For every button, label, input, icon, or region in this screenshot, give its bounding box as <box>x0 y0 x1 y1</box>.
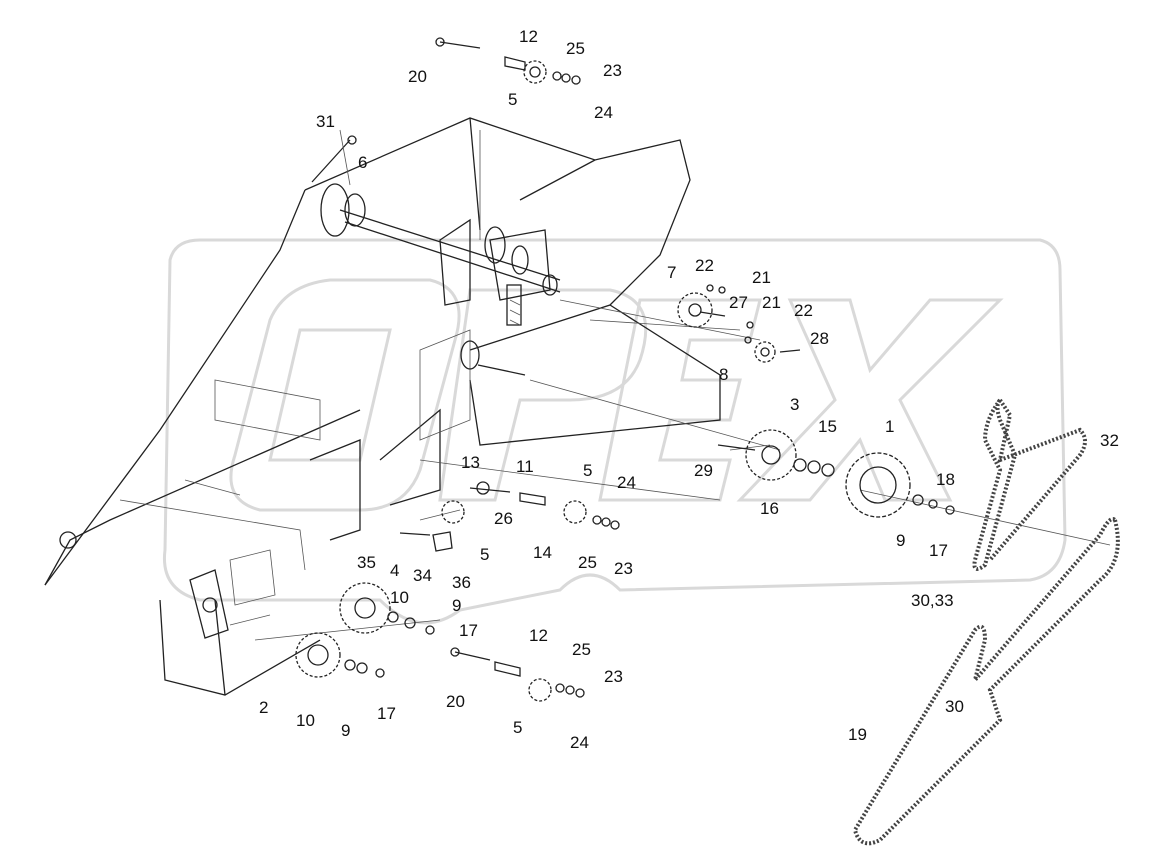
callout-27: 27 <box>729 293 748 312</box>
callout-12-top: 12 <box>519 27 538 46</box>
sprockets <box>295 60 911 702</box>
callout-18: 18 <box>936 470 955 489</box>
callout-10-bottom: 10 <box>296 711 315 730</box>
callout-5-top: 5 <box>508 90 517 109</box>
callout-20-bottom: 20 <box>446 692 465 711</box>
callout-5-mid-left: 5 <box>480 545 489 564</box>
callout-17-mid: 17 <box>459 621 478 640</box>
callout-23-bottom: 23 <box>604 667 623 686</box>
callout-1: 1 <box>885 417 894 436</box>
callout-5-mid-right: 5 <box>583 461 592 480</box>
callout-25-top: 25 <box>566 39 585 58</box>
callout-24-top: 24 <box>594 103 613 122</box>
callout-21-b: 21 <box>762 293 781 312</box>
callout-4: 4 <box>390 561 399 580</box>
callout-29: 29 <box>694 461 713 480</box>
callout-35: 35 <box>357 553 376 572</box>
callout-6: 6 <box>358 153 367 172</box>
callout-31: 31 <box>316 112 335 131</box>
callout-2: 2 <box>259 698 268 717</box>
drive-chains <box>852 398 1120 846</box>
callout-10-mid: 10 <box>390 588 409 607</box>
callout-13: 13 <box>461 453 480 472</box>
callout-25-bottom: 25 <box>572 640 591 659</box>
callout-36: 36 <box>452 573 471 592</box>
callout-24-mid: 24 <box>617 473 636 492</box>
callout-28: 28 <box>810 329 829 348</box>
callout-17-right: 17 <box>929 541 948 560</box>
callout-22-b: 22 <box>794 301 813 320</box>
callout-30: 30 <box>945 697 964 716</box>
callout-32: 32 <box>1100 431 1119 450</box>
watermark <box>162 238 1067 625</box>
callout-24-bottom: 24 <box>570 733 589 752</box>
callout-12-bottom: 12 <box>529 626 548 645</box>
callout-9-mid: 9 <box>452 596 461 615</box>
callout-16: 16 <box>760 499 779 518</box>
callout-9-right: 9 <box>896 531 905 550</box>
callout-22-a: 22 <box>695 256 714 275</box>
leader-lines <box>254 129 1111 641</box>
callout-7: 7 <box>667 263 676 282</box>
callout-14: 14 <box>533 543 552 562</box>
callout-labels: 20 12 25 23 5 24 31 6 7 22 21 27 21 22 2… <box>259 27 1119 752</box>
callout-9-bottom: 9 <box>341 721 350 740</box>
fasteners <box>344 37 955 698</box>
callout-20-top: 20 <box>408 67 427 86</box>
callout-23-mid: 23 <box>614 559 633 578</box>
callout-21-a: 21 <box>752 268 771 287</box>
callout-30-33: 30,33 <box>911 591 954 610</box>
callout-23-top: 23 <box>603 61 622 80</box>
callout-26: 26 <box>494 509 513 528</box>
upper-shaft-assembly <box>311 135 561 376</box>
callout-5-bottom: 5 <box>513 718 522 737</box>
callout-19: 19 <box>848 725 867 744</box>
callout-17-bottom: 17 <box>377 704 396 723</box>
callout-8: 8 <box>719 365 728 384</box>
callout-34: 34 <box>413 566 432 585</box>
housing-frame <box>44 117 721 696</box>
callout-3: 3 <box>790 395 799 414</box>
callout-25-mid: 25 <box>578 553 597 572</box>
callout-11: 11 <box>516 457 534 476</box>
callout-15: 15 <box>818 417 837 436</box>
